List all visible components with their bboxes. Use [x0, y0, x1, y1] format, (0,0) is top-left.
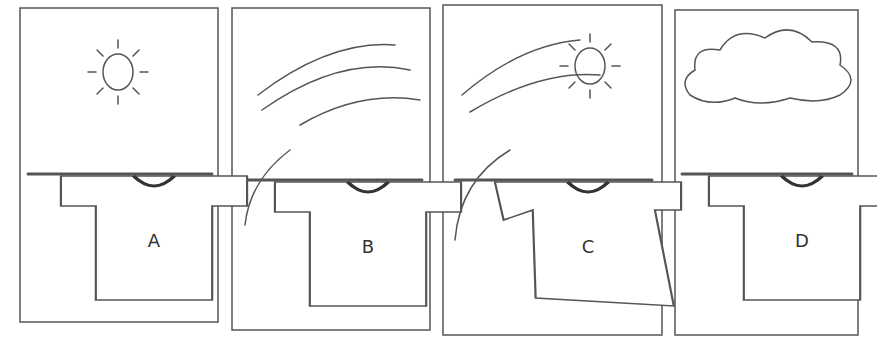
shirt-label: D [706, 232, 877, 250]
clothesline [455, 179, 652, 182]
shirt-label: B [272, 238, 464, 256]
cloud-symbol [685, 30, 851, 103]
tshirt-shape: B [272, 180, 464, 310]
tshirt-shape: C [492, 180, 684, 310]
tshirt-shape: D [706, 174, 877, 304]
sun-symbol [560, 34, 620, 98]
tshirt-outline [706, 174, 877, 304]
clothesline [682, 173, 852, 176]
tshirt-shape: A [58, 174, 250, 304]
shirt-label: C [492, 238, 684, 256]
clothesline [28, 173, 212, 176]
sun-symbol [88, 40, 148, 104]
clothesline [240, 179, 422, 182]
shirt-label: A [58, 232, 250, 250]
